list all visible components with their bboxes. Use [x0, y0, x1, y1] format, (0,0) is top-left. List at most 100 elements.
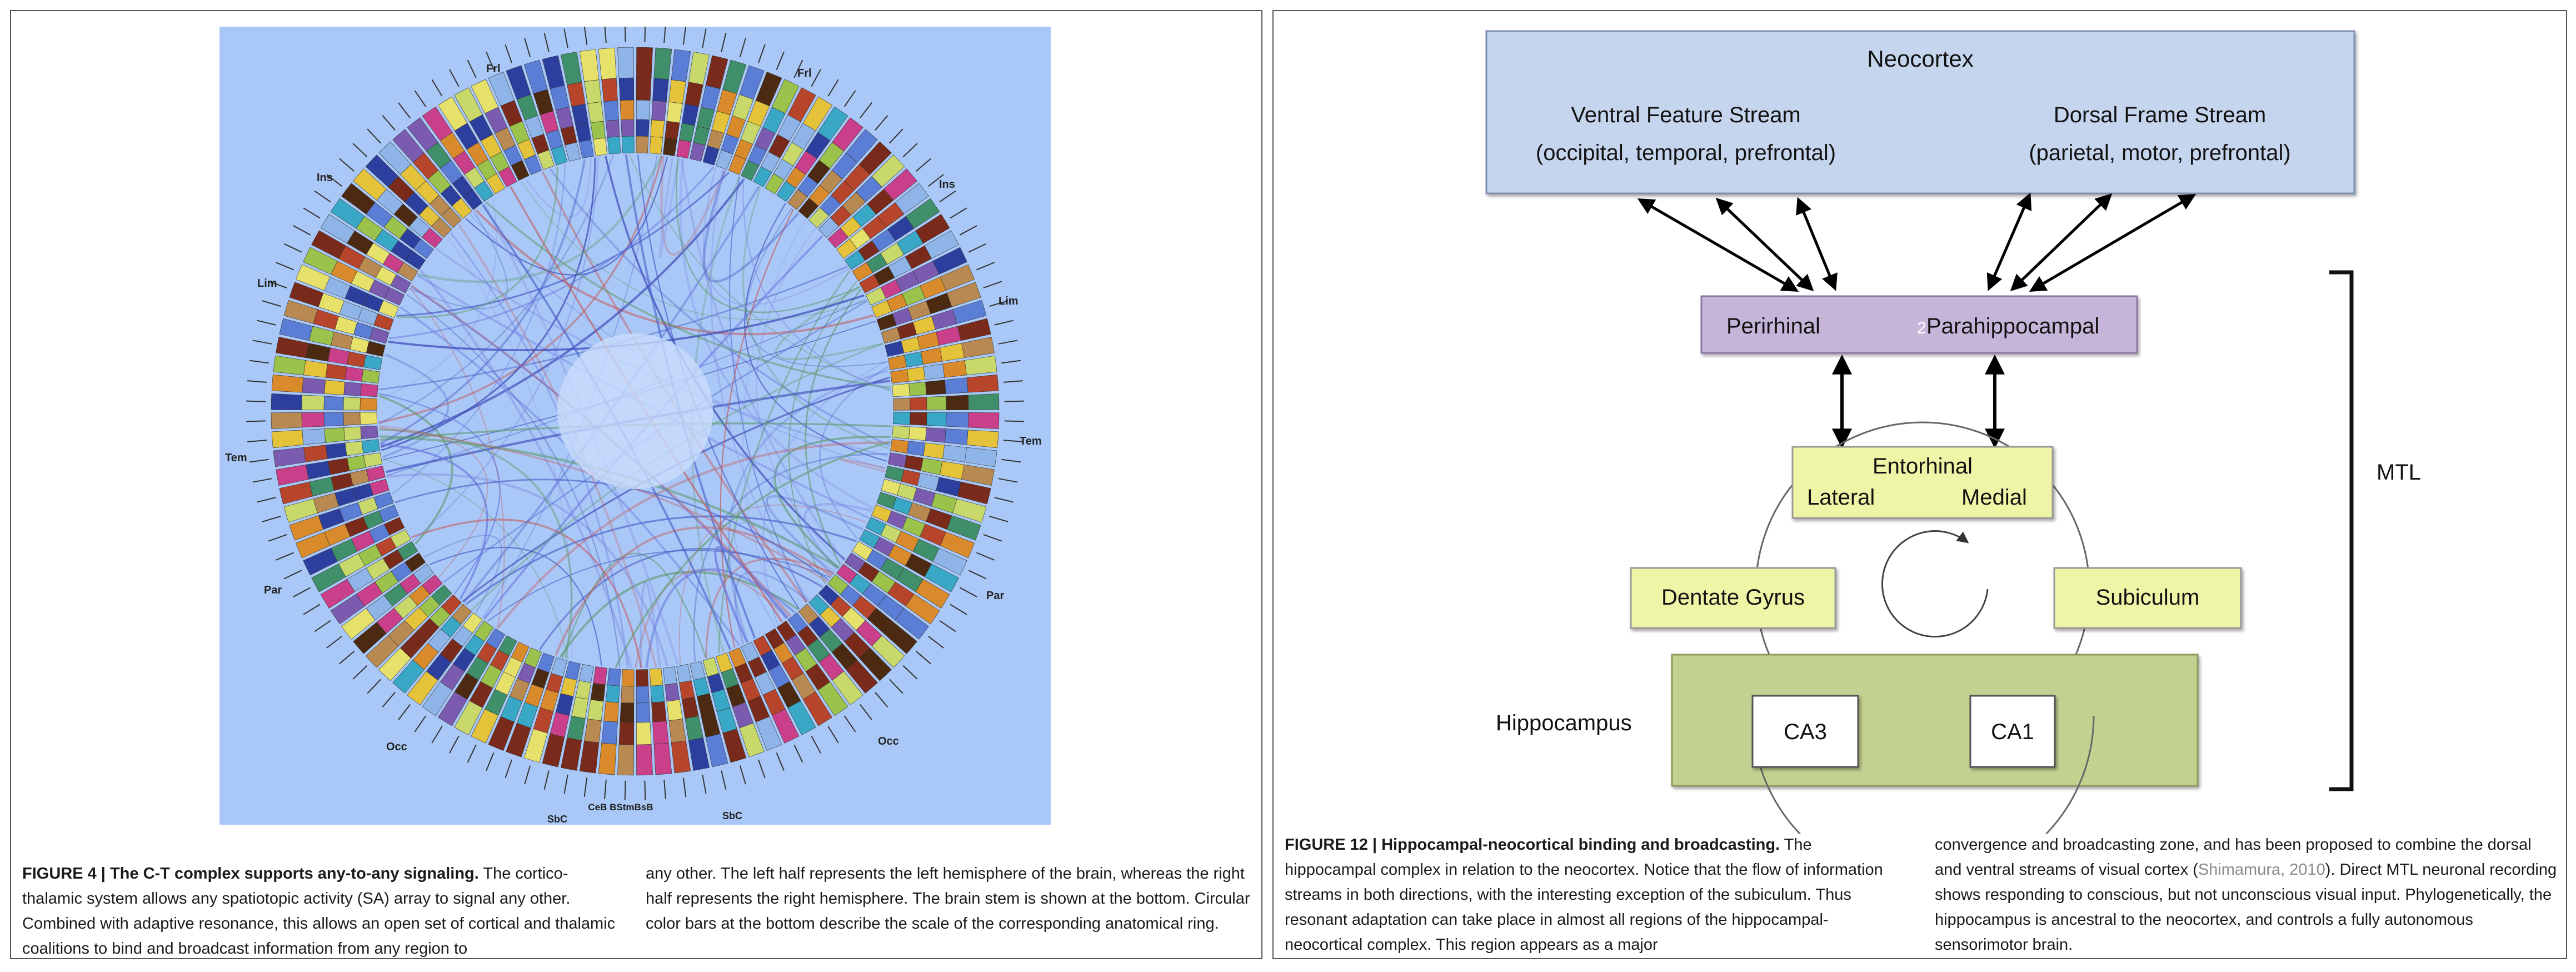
region-tick	[1001, 360, 1021, 364]
ring-segment	[798, 198, 819, 219]
ring-segment	[665, 121, 680, 140]
region-tick	[998, 340, 1018, 345]
region-tick	[268, 281, 287, 288]
ring-segment	[892, 425, 910, 440]
circular-flow-arrow	[1881, 530, 1989, 638]
region-tick	[776, 51, 785, 71]
ring-segment	[390, 274, 411, 293]
connection-link	[381, 157, 596, 451]
ring-segment	[906, 366, 926, 382]
connection-link	[549, 168, 890, 447]
region-tick	[352, 143, 368, 157]
ring-segment	[366, 466, 386, 482]
figure-12-caption-text: The hippocampal complex in relation to t…	[1285, 836, 1883, 954]
region-tick	[663, 27, 666, 43]
connection-link	[658, 157, 680, 258]
region-tick	[246, 400, 266, 402]
region-tick	[249, 458, 269, 463]
region-label-sbc-right: SbC	[722, 810, 742, 821]
region-tick	[1001, 458, 1021, 463]
ring-segment	[441, 207, 462, 228]
ring-segment	[887, 355, 907, 370]
region-tick	[682, 777, 687, 797]
ring-segment	[871, 300, 892, 318]
connection-link	[396, 171, 730, 317]
ring-segment	[360, 425, 378, 440]
ring-segment	[808, 594, 830, 615]
mtl-label: MTL	[2377, 460, 2421, 485]
region-tick	[739, 38, 746, 57]
ring-segment	[702, 657, 720, 677]
ring-segment	[621, 136, 635, 153]
region-tick	[758, 44, 766, 63]
ring-segment	[578, 139, 594, 159]
entorhinal-label: Entorhinal	[1873, 454, 1973, 478]
anatomical-rings	[246, 27, 1024, 800]
figure-4-caption-text-2: any other. The left half represents the …	[646, 865, 1250, 933]
ring-segment	[676, 664, 692, 683]
region-tick	[326, 174, 343, 187]
ring-segment	[892, 383, 910, 397]
region-tick	[989, 515, 1009, 522]
region-tick	[959, 225, 977, 236]
ca1-box	[1969, 695, 2056, 768]
ring-segment	[360, 397, 377, 411]
region-label-ins-left: Ins	[317, 172, 333, 184]
ring-segment	[323, 396, 344, 411]
region-tick	[983, 534, 1002, 542]
connection-link	[742, 219, 806, 622]
connection-link	[717, 270, 851, 654]
region-tick	[398, 102, 411, 119]
connection-link	[521, 181, 867, 320]
ring-segment	[617, 47, 634, 79]
region-tick	[303, 604, 321, 615]
ring-segment	[923, 363, 945, 380]
ring-segment	[271, 412, 303, 429]
ring-segment	[908, 426, 927, 441]
ring-segment	[397, 541, 418, 561]
region-label-lim-left: Lim	[257, 277, 277, 290]
ring-segment	[741, 641, 760, 662]
region-tick	[950, 207, 967, 219]
region-tick	[431, 79, 443, 97]
ring-segment	[890, 439, 909, 453]
ring-segment	[271, 374, 304, 393]
ring-segment	[537, 652, 555, 673]
ring-segment	[422, 227, 443, 248]
ring-segment	[405, 552, 426, 572]
region-tick	[663, 779, 666, 799]
ring-segment	[653, 742, 672, 775]
ring-segment	[649, 668, 663, 686]
region-tick	[776, 752, 785, 771]
region-tick	[247, 440, 267, 442]
ring-segment	[590, 121, 606, 140]
region-label-sbc-left: SbC	[547, 814, 567, 825]
connection-link	[413, 157, 600, 541]
ring-segment	[876, 492, 897, 509]
dentate-gyrus-box	[1630, 567, 1836, 629]
connection-link	[496, 441, 890, 629]
region-tick	[827, 726, 839, 744]
ring-segment	[663, 666, 677, 685]
connection-link	[679, 158, 873, 510]
region-tick	[1003, 380, 1023, 383]
region-tick	[739, 765, 746, 785]
region-tick	[860, 704, 872, 720]
ring-segment	[361, 439, 380, 453]
figure-12-caption-text-2b: ). Direct MTL neuronal recording shows r…	[1935, 861, 2557, 954]
ring-segment	[636, 119, 650, 137]
ring-segment	[925, 380, 946, 395]
ring-segment	[818, 585, 839, 606]
region-tick	[875, 115, 888, 131]
region-tick	[252, 478, 272, 483]
connection-link	[387, 473, 668, 666]
region-tick	[467, 744, 477, 763]
region-tick	[983, 281, 1002, 288]
region-tick	[524, 38, 531, 57]
region-tick	[414, 715, 427, 732]
citation-link[interactable]: Shimamura, 2010	[2198, 861, 2325, 879]
ring-segment	[390, 529, 411, 549]
connection-link	[406, 293, 621, 668]
region-tick	[449, 69, 460, 87]
figure-12-caption-col1: FIGURE 12 | Hippocampal-neocortical bind…	[1285, 833, 1904, 958]
